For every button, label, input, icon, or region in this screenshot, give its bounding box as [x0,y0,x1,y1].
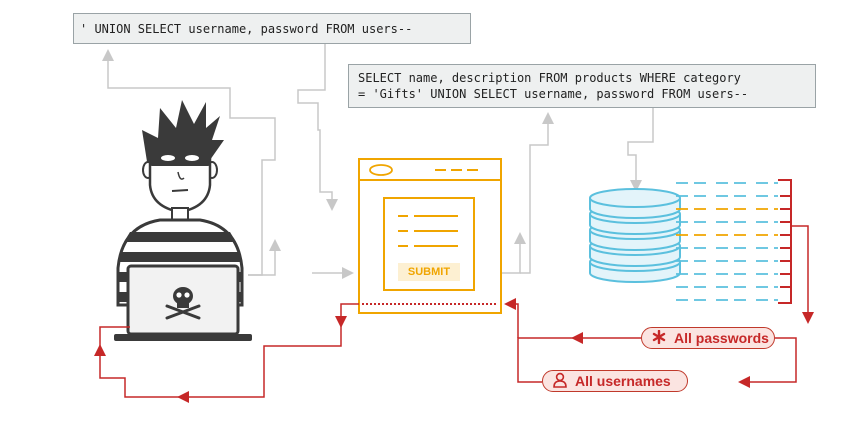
query-flow-lines [102,44,654,279]
database-table-rows [676,182,778,301]
database-icon [589,188,681,283]
user-icon [549,372,571,391]
web-form-window [358,158,502,314]
resulting-query-box: SELECT name, description FROM products W… [348,64,816,108]
all-passwords-badge: All passwords [641,327,775,349]
injection-payload-text: ' UNION SELECT username, password FROM u… [80,22,413,36]
asterisk-icon [648,329,670,347]
injection-payload-box: ' UNION SELECT username, password FROM u… [73,13,471,44]
response-flow-lines [94,225,814,403]
all-passwords-label: All passwords [674,330,769,346]
submit-button[interactable]: SUBMIT [398,263,460,281]
all-usernames-badge: All usernames [542,370,688,392]
laptop [114,264,252,341]
resulting-query-line-1: SELECT name, description FROM products W… [358,71,741,85]
skull-icon [165,287,201,320]
all-usernames-label: All usernames [575,373,671,389]
mask [149,148,211,166]
extracted-columns-bracket [778,179,792,304]
resulting-query-line-2: = 'Gifts' UNION SELECT username, passwor… [358,87,749,101]
